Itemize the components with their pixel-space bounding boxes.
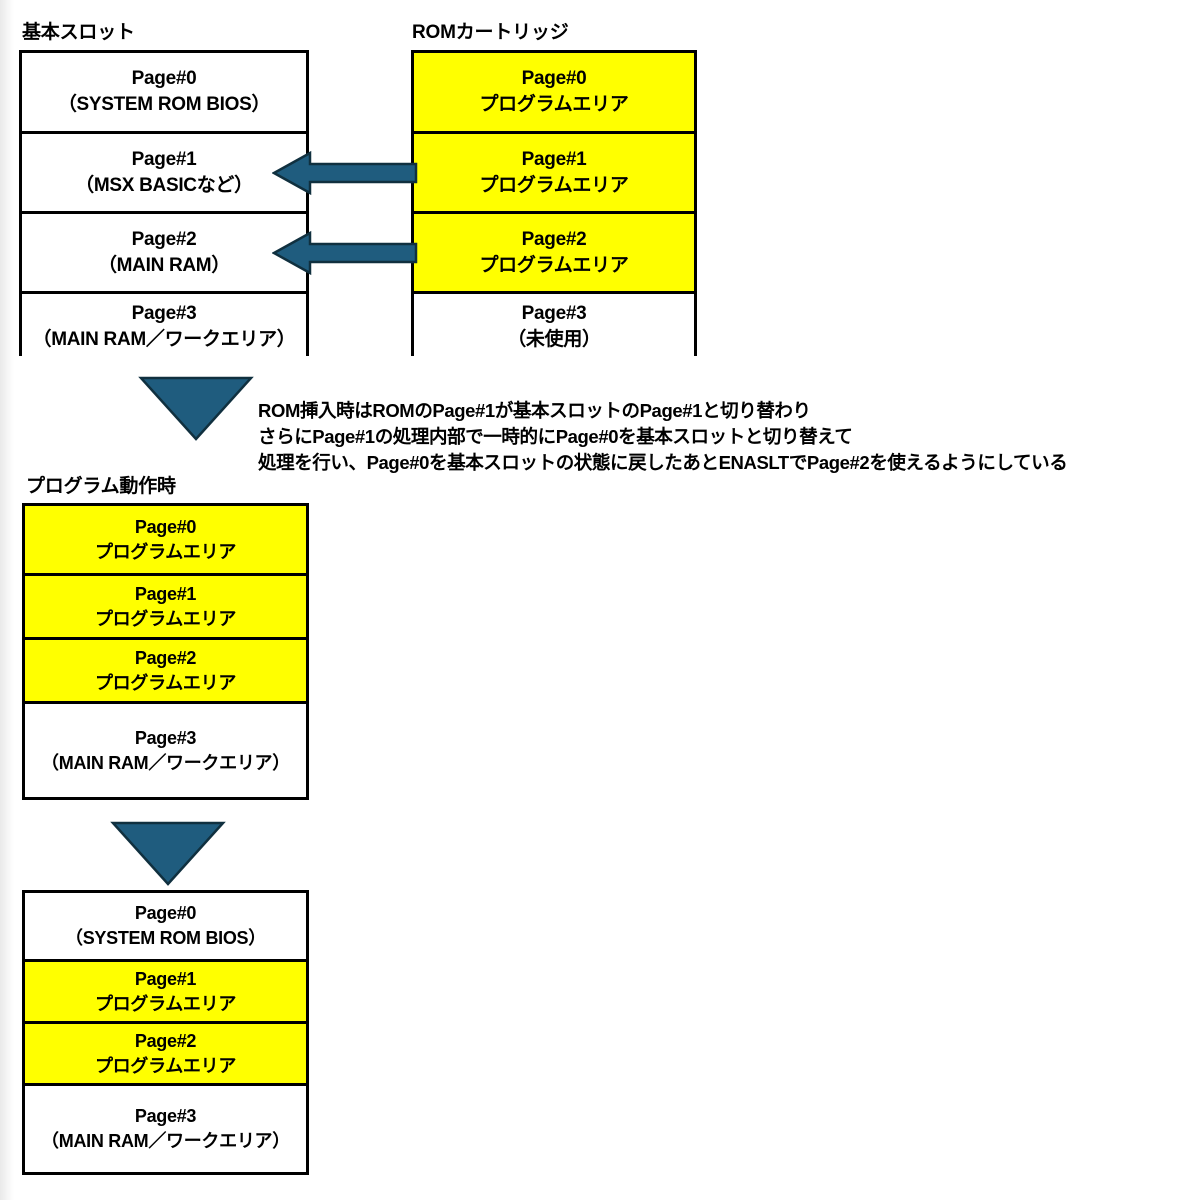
memory-row-line2: （MAIN RAM／ワークエリア） — [41, 1131, 290, 1151]
swap-arrow-page1 — [271, 148, 418, 198]
memory-row-line2: （MSX BASICなど） — [75, 174, 253, 196]
memory-row-final-page1: Page#1 プログラムエリア — [25, 962, 306, 1024]
caption-rom-cartridge: ROMカートリッジ — [412, 22, 569, 43]
memory-row-final-page0: Page#0 （SYSTEM ROM BIOS） — [25, 893, 306, 962]
memory-row-running-page0: Page#0 プログラムエリア — [25, 506, 306, 576]
memory-row-rom-page3: Page#3 （未使用） — [414, 294, 694, 359]
memory-row-line1: Page#2 — [134, 1030, 197, 1051]
memory-row-line2: （SYSTEM ROM BIOS） — [65, 928, 266, 948]
memory-row-basic-page0: Page#0 （SYSTEM ROM BIOS） — [22, 53, 306, 134]
memory-row-line2: プログラムエリア — [94, 541, 237, 562]
memory-row-line1: Page#1 — [521, 148, 587, 170]
memory-row-line2: プログラムエリア — [479, 174, 629, 196]
memory-row-final-page2: Page#2 プログラムエリア — [25, 1024, 306, 1086]
memory-row-line1: Page#0 — [134, 903, 197, 923]
memory-row-line1: Page#2 — [131, 228, 197, 250]
memory-row-line2: （MAIN RAM／ワークエリア） — [32, 328, 296, 350]
memory-row-rom-page1: Page#1 プログラムエリア — [414, 134, 694, 214]
memory-row-line1: Page#3 — [521, 302, 587, 324]
memory-row-line2: （SYSTEM ROM BIOS） — [57, 94, 271, 115]
note-line-2: さらにPage#1の処理内部で一時的にPage#0を基本スロットと切り替えて — [258, 426, 853, 447]
memory-row-rom-page2: Page#2 プログラムエリア — [414, 214, 694, 294]
memory-map-final-state: Page#0 （SYSTEM ROM BIOS） Page#1 プログラムエリア… — [22, 890, 309, 1175]
memory-row-line1: Page#2 — [521, 228, 587, 250]
note-line-3: 処理を行い、Page#0を基本スロットの状態に戻したあとENASLTでPage#… — [258, 452, 1068, 473]
memory-map-rom-cartridge: Page#0 プログラムエリア Page#1 プログラムエリア Page#2 プ… — [411, 50, 697, 359]
memory-row-line2: プログラムエリア — [479, 254, 629, 276]
caption-basic-slot: 基本スロット — [22, 22, 135, 43]
memory-row-line2: プログラムエリア — [479, 94, 629, 115]
memory-row-line2: プログラムエリア — [94, 672, 237, 693]
memory-row-rom-page0: Page#0 プログラムエリア — [414, 53, 694, 134]
memory-row-running-page3: Page#3 （MAIN RAM／ワークエリア） — [25, 704, 306, 797]
memory-row-basic-page1: Page#1 （MSX BASICなど） — [22, 134, 306, 214]
swap-arrow-page2 — [271, 228, 418, 278]
memory-row-line1: Page#3 — [134, 1106, 197, 1126]
memory-row-line2: （MAIN RAM／ワークエリア） — [41, 752, 290, 773]
memory-row-line1: Page#0 — [134, 516, 197, 537]
explanation-note: ROM挿入時はROMのPage#1が基本スロットのPage#1と切り替わり さら… — [258, 398, 1068, 476]
memory-row-line2: （MAIN RAM） — [97, 254, 231, 276]
memory-row-line1: Page#3 — [134, 727, 197, 748]
memory-row-line1: Page#3 — [131, 302, 197, 324]
page-edge-shading — [0, 0, 14, 1200]
flow-arrow-down-2 — [110, 820, 226, 888]
memory-row-line2: （未使用） — [507, 328, 601, 350]
memory-row-line1: Page#1 — [134, 583, 197, 604]
memory-row-line1: Page#1 — [134, 968, 197, 989]
memory-row-line2: プログラムエリア — [94, 608, 237, 629]
memory-row-line1: Page#1 — [131, 148, 197, 170]
memory-row-final-page3: Page#3 （MAIN RAM／ワークエリア） — [25, 1086, 306, 1172]
caption-program-running: プログラム動作時 — [26, 476, 176, 497]
memory-map-program-running: Page#0 プログラムエリア Page#1 プログラムエリア Page#2 プ… — [22, 503, 309, 800]
flow-arrow-down-1 — [138, 375, 254, 443]
memory-row-line1: Page#2 — [134, 647, 197, 668]
memory-row-line1: Page#0 — [521, 68, 587, 89]
note-line-1: ROM挿入時はROMのPage#1が基本スロットのPage#1と切り替わり — [258, 400, 811, 421]
memory-row-basic-page2: Page#2 （MAIN RAM） — [22, 214, 306, 294]
memory-map-basic-slot: Page#0 （SYSTEM ROM BIOS） Page#1 （MSX BAS… — [19, 50, 309, 359]
memory-row-line2: プログラムエリア — [94, 993, 237, 1014]
memory-row-running-page1: Page#1 プログラムエリア — [25, 576, 306, 640]
memory-row-line1: Page#0 — [131, 68, 197, 89]
memory-row-line2: プログラムエリア — [94, 1055, 237, 1076]
memory-row-basic-page3: Page#3 （MAIN RAM／ワークエリア） — [22, 294, 306, 359]
memory-row-running-page2: Page#2 プログラムエリア — [25, 640, 306, 704]
